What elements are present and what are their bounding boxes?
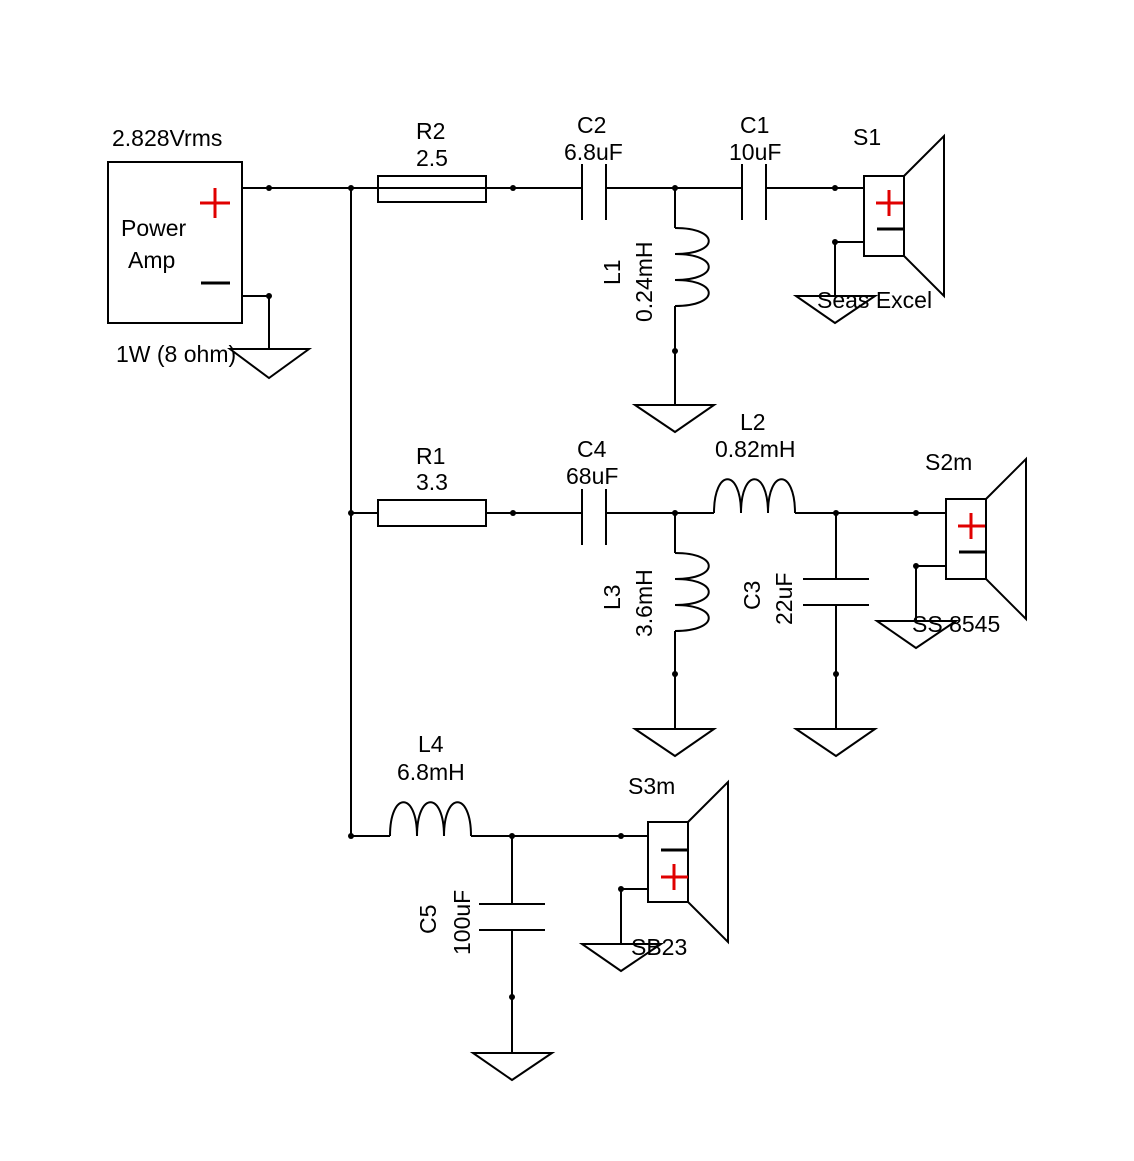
capacitor-c5 xyxy=(479,903,545,931)
c2-ref: C2 xyxy=(577,112,606,138)
ground-icon xyxy=(631,728,718,758)
plus-sign-icon xyxy=(876,190,903,216)
speaker-s1 xyxy=(863,133,945,299)
ground-icon xyxy=(578,943,665,973)
s1-model: Seas Excel xyxy=(817,287,932,313)
s3-model: SB23 xyxy=(631,934,687,960)
c4-value: 68uF xyxy=(566,463,618,489)
source-voltage: 2.828Vrms xyxy=(112,125,222,151)
plus-sign-icon xyxy=(661,864,688,890)
l1-value: 0.24mH xyxy=(631,241,657,322)
plus-sign-icon xyxy=(200,188,230,218)
c5-ref: C5 xyxy=(415,905,441,934)
c3-ref: C3 xyxy=(739,581,765,610)
power-amp-box xyxy=(107,161,243,324)
s2-model: SS 8545 xyxy=(912,611,1000,637)
capacitor-c4 xyxy=(581,489,607,545)
c1-ref: C1 xyxy=(740,112,769,138)
resistor-r1 xyxy=(377,499,487,527)
l1-ref: L1 xyxy=(599,259,625,285)
ground-icon xyxy=(792,728,879,758)
s1-ref: S1 xyxy=(853,124,881,150)
r1-ref: R1 xyxy=(416,443,445,469)
plus-sign-icon xyxy=(958,513,985,539)
speaker-s2 xyxy=(945,456,1027,622)
c2-value: 6.8uF xyxy=(564,139,623,165)
r2-value: 2.5 xyxy=(416,145,448,171)
capacitor-c3 xyxy=(803,578,869,606)
source-name-line2: Amp xyxy=(128,247,175,273)
inductor-l3 xyxy=(674,552,710,632)
speaker-s3 xyxy=(647,779,729,945)
capacitor-c2 xyxy=(581,164,607,220)
l4-ref: L4 xyxy=(418,731,444,757)
junction-dots xyxy=(266,185,919,1000)
ground-icon xyxy=(226,348,313,380)
c4-ref: C4 xyxy=(577,436,607,462)
inductor-l4 xyxy=(389,801,472,837)
power-amp-source: 2.828Vrms Power Amp 1W (8 ohm) xyxy=(107,125,243,367)
capacitor-c1 xyxy=(741,164,767,220)
c1-value: 10uF xyxy=(729,139,781,165)
l2-ref: L2 xyxy=(740,409,766,435)
c3-value: 22uF xyxy=(771,573,797,625)
ground-icon xyxy=(469,1052,556,1082)
ground-icon xyxy=(873,620,960,650)
inductor-l1-coils xyxy=(674,227,710,307)
s2-ref: S2m xyxy=(925,449,972,475)
l2-value: 0.82mH xyxy=(715,436,796,462)
source-power: 1W (8 ohm) xyxy=(116,341,236,367)
s3-ref: S3m xyxy=(628,773,675,799)
l4-value: 6.8mH xyxy=(397,759,465,785)
l3-ref: L3 xyxy=(599,584,625,610)
ground-icon xyxy=(792,295,879,325)
ground-icon xyxy=(631,404,718,434)
l3-value: 3.6mH xyxy=(631,569,657,637)
r1-value: 3.3 xyxy=(416,469,448,495)
c5-value: 100uF xyxy=(449,890,475,955)
source-name-line1: Power xyxy=(121,215,187,241)
r2-ref: R2 xyxy=(416,118,445,144)
inductor-l2 xyxy=(713,478,796,514)
